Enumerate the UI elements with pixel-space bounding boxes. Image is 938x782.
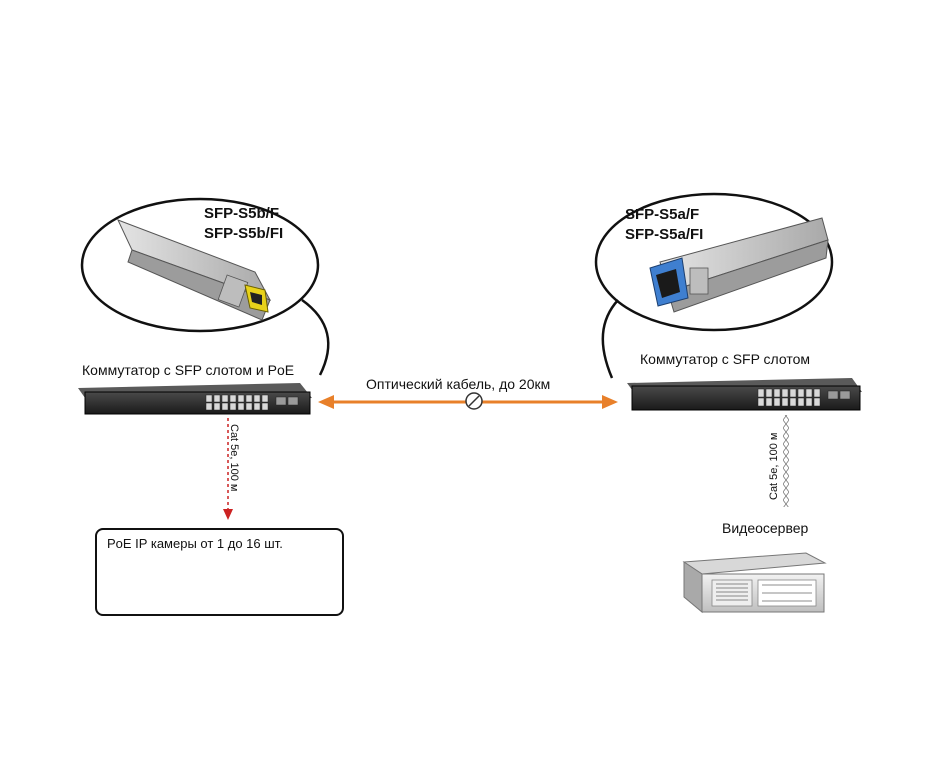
video-server [682,552,827,614]
switch-port [261,402,269,411]
switch-port [805,388,813,398]
sfp-slot [287,396,299,406]
switch-port [805,397,813,407]
switch-port [213,402,221,411]
switch-port [237,394,245,403]
switch-port [765,397,773,407]
switch-port [229,402,237,411]
switch-port [245,402,253,411]
sfp-slot [839,390,851,400]
server-label: Видеосервер [722,520,809,536]
switch-port [797,397,805,407]
switch-port [245,394,253,403]
optical-link-label: Оптический кабель, до 20км [366,376,551,392]
cameras-group: PoE IP камеры от 1 до 16 шт. [95,528,344,616]
left-sfp-name-1: SFP-S5b/F [204,205,280,222]
sfp-slot [275,396,287,406]
switch-port [221,394,229,403]
switch-port [221,402,229,411]
right-sfp-name-1: SFP-S5a/F [625,206,700,223]
switch-port [757,397,765,407]
switch-port [789,397,797,407]
right-sfp-name-2: SFP-S5a/FI [625,226,704,243]
switch-port [205,402,213,411]
switch-port [253,394,261,403]
left-sfp-name-2: SFP-S5b/FI [204,225,284,242]
switch-port [205,394,213,403]
switch-port [773,397,781,407]
switch-port [781,397,789,407]
switch-port [229,394,237,403]
right-switch-label: Коммутатор с SFP слотом [640,351,811,367]
right-switch [627,378,862,411]
left-sfp-module [117,219,272,321]
switch-port [773,388,781,398]
optical-link-arrow [318,392,618,410]
switch-port [789,388,797,398]
left-switch [78,383,312,415]
switch-port [757,388,765,398]
cameras-title: PoE IP камеры от 1 до 16 шт. [107,536,283,551]
right-utp-cable [783,415,789,507]
left-utp-cable [223,418,233,520]
switch-port [813,397,821,407]
switch-port [813,388,821,398]
switch-port [797,388,805,398]
switch-port [765,388,773,398]
switch-port [237,402,245,411]
sfp-slot [827,390,839,400]
switch-port [253,402,261,411]
right-cable-label: Cat 5e, 100 м [768,432,780,501]
left-cable-label: Cat 5e, 100 м [228,424,240,492]
switch-port [261,394,269,403]
left-switch-label: Коммутатор с SFP слотом и PoE [82,362,295,378]
switch-port [213,394,221,403]
right-sfp-module [649,217,829,313]
switch-port [781,388,789,398]
